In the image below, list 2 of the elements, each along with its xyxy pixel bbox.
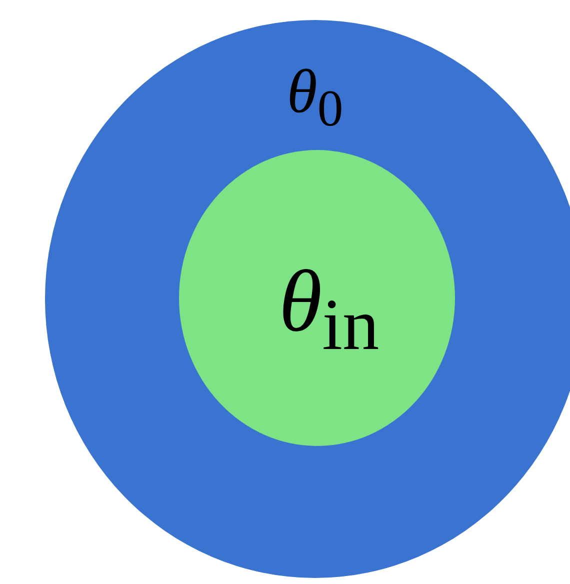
circle-label: θ$_{in}$ [278, 258, 380, 362]
circle-label: θ$_{0}$ [286, 60, 344, 136]
